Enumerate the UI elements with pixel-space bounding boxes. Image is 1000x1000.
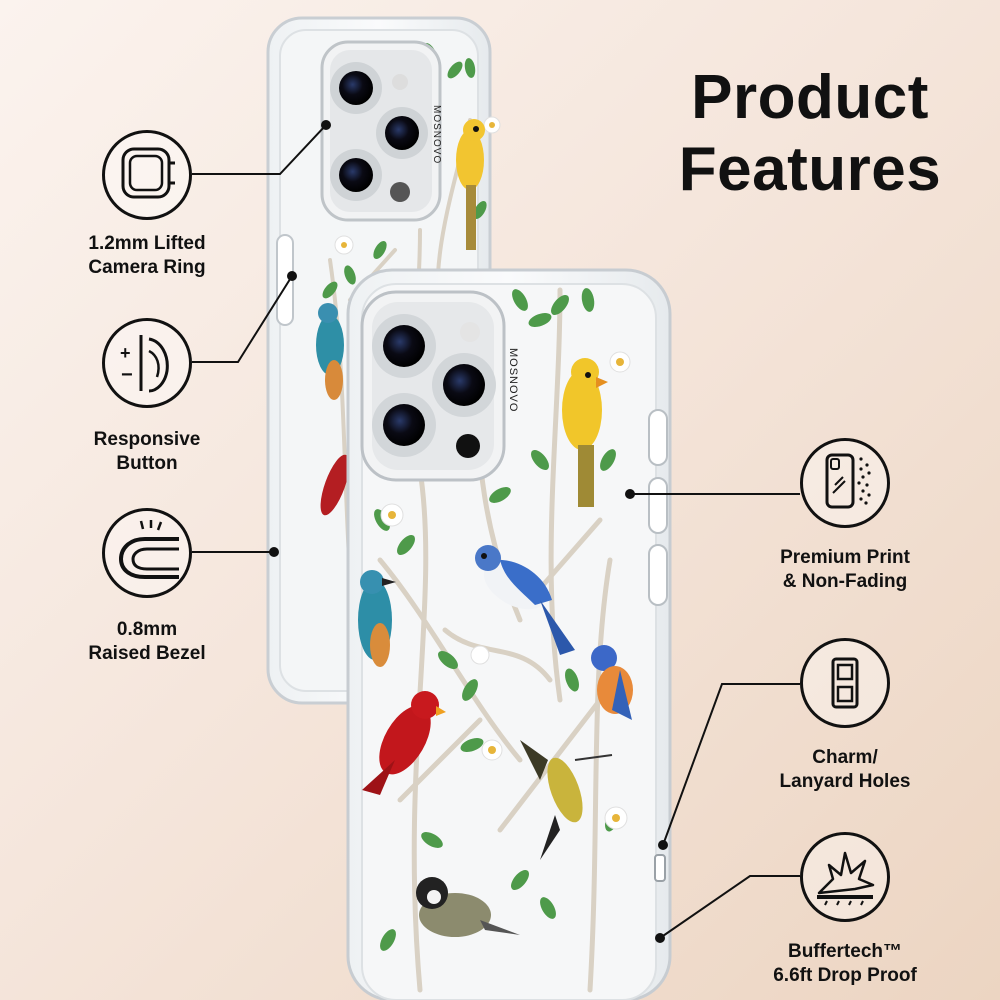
callout-dot-camera-ring [321,120,331,130]
premium-print-label: Premium Print & Non-Fading [780,547,910,592]
raised-bezel-label: 0.8mm Raised Bezel [88,619,206,664]
callout-dot-raised-bezel [269,547,279,557]
page-title: Product Features [640,62,980,206]
shock-absorb-icon [800,832,890,922]
back-yellow-bird [456,119,485,250]
hummingbird-bird [520,740,613,860]
back-red-bird [320,454,350,516]
callout-dot-responsive-button [287,271,297,281]
back-brand-mark: MOSNOVO [431,105,442,164]
red-cardinal-bird [362,691,446,795]
callout-line-drop-proof [659,875,800,939]
kingfisher-bird [358,570,396,667]
button-press-icon: + − [102,318,192,408]
drop-proof-label: Buffertech™ 6.6ft Drop Proof [773,941,917,986]
chickadee-bird [416,877,520,937]
bezel-icon [102,508,192,598]
svg-text:−: − [121,364,133,386]
title-line-2: Features [678,135,942,204]
camera-ring-icon [102,130,192,220]
callout-dot-lanyard-holes [658,840,668,850]
callout-line-camera-ring [192,124,327,175]
back-kingfisher-bird [316,303,344,400]
print-spray-icon [800,438,890,528]
callout-dot-drop-proof [655,933,665,943]
responsive-button-label: Responsive Button [93,429,201,474]
svg-text:+: + [120,343,131,363]
callout-dot-premium-print [625,489,635,499]
lanyard-holes-label: Charm/ Lanyard Holes [779,747,911,792]
front-phone-case: MOSNOVO [346,268,672,1000]
front-brand-mark: MOSNOVO [507,348,519,412]
title-line-1: Product [691,63,929,132]
back-leaves [322,42,487,299]
back-flowers [334,116,501,255]
bluebird-bird [591,645,633,720]
callout-line-responsive-button [192,275,293,363]
front-flowers [380,351,631,830]
camera-ring-label: 1.2mm Lifted Camera Ring [88,233,206,278]
lanyard-holes-icon [800,638,890,728]
blue-jay-bird [475,545,575,655]
callout-line-lanyard-holes [662,683,800,846]
yellow-cardinal-bird [562,358,608,507]
